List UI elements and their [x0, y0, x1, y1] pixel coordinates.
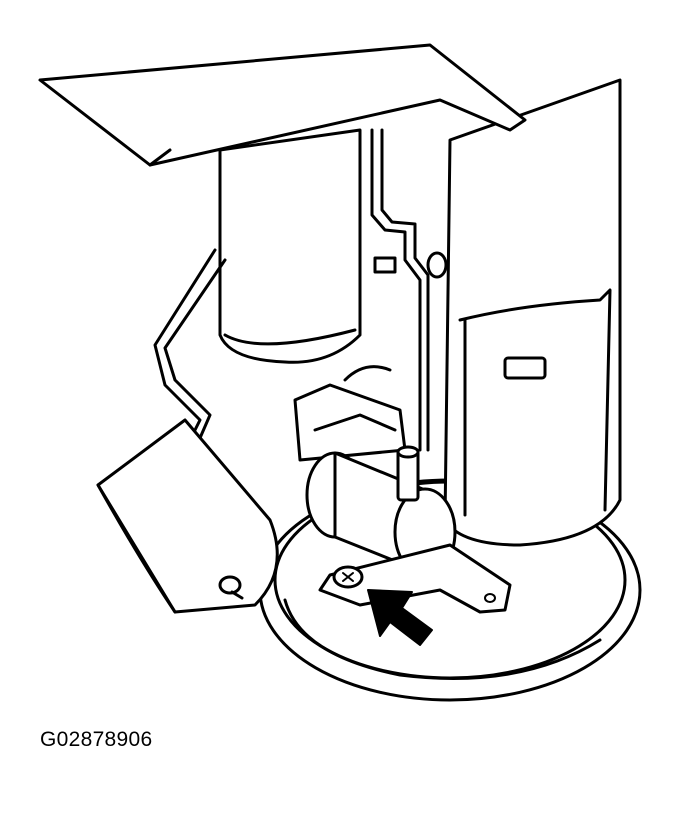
fuel-line — [370, 128, 448, 452]
top-cover — [38, 43, 527, 167]
wiring-bracket — [293, 365, 407, 462]
float-arm — [153, 248, 227, 442]
arrow-icon — [367, 589, 433, 646]
figure-id-label: G02878906 — [40, 728, 153, 751]
left-cylinder — [218, 128, 362, 364]
float — [96, 418, 279, 614]
pump-module-cylinder — [443, 78, 622, 547]
